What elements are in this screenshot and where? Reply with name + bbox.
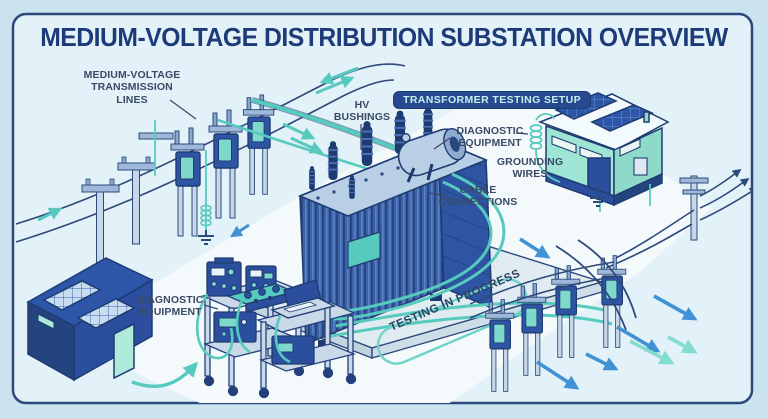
solar-panel (76, 298, 136, 329)
utility-box (633, 157, 648, 176)
yard-flow-arrow (229, 223, 250, 238)
test-console (226, 283, 296, 313)
cable-flow-arrows (282, 66, 359, 154)
label-grounding-wires: GROUNDING WIRES (496, 156, 564, 181)
hv-bushing (348, 174, 356, 200)
diagnostic-carts (195, 257, 357, 399)
grounding-coil (200, 204, 212, 227)
building-grounding (529, 112, 651, 212)
hv-bushing (308, 165, 316, 191)
incoming-flow-arrow (37, 207, 63, 222)
service-building (26, 257, 154, 382)
leader-lines (169, 99, 529, 310)
label-hv-bushings: HV BUSHINGS (333, 99, 391, 124)
distribution-flow-arrows (519, 237, 698, 390)
lower-instrument (213, 311, 257, 343)
grounding-coil (529, 124, 543, 150)
label-transmission-lines: MEDIUM-VOLTAGE TRANSMISSION LINES (83, 69, 181, 106)
test-instrument (206, 257, 242, 297)
cart-cables (195, 293, 291, 364)
transformer-testing-setup-badge: TRANSFORMER TESTING SETUP (393, 91, 592, 109)
label-cable-connections: CABLE CONNECTIONS (438, 184, 518, 209)
hv-bushing (326, 140, 340, 181)
outgoing-wires (605, 168, 752, 269)
distribution-poles (469, 239, 637, 392)
page-title: MEDIUM-VOLTAGE DISTRIBUTION SUBSTATION O… (40, 22, 728, 52)
power-transformer (297, 104, 493, 347)
solar-panel (590, 104, 654, 132)
crossarm (138, 132, 174, 140)
conservator-tank (397, 128, 467, 183)
solar-panel (42, 280, 102, 311)
laptop (270, 279, 336, 319)
label-diagnostic-equipment-upper: DIAGNOSTIC EQUIPMENT (456, 125, 524, 150)
label-diagnostic-equipment-lower: DIAGNOSTIC EQUIPMENT (136, 294, 204, 319)
hv-bushing (359, 120, 375, 168)
pole-grounding-wire (154, 120, 215, 245)
outgoing-pole (679, 175, 709, 241)
building-to-cart-arrow (131, 361, 199, 388)
building-door (113, 322, 135, 380)
nameplate (347, 231, 381, 269)
